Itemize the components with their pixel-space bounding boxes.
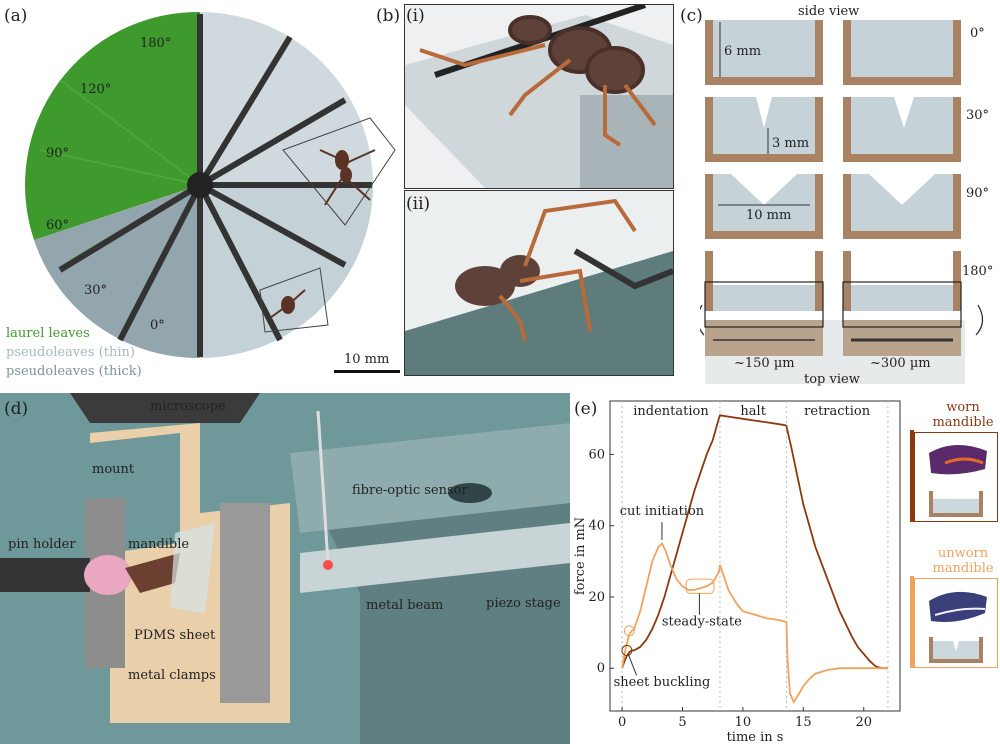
scale-bar-label: 10 mm	[344, 352, 390, 367]
panel-label-b: (b)	[376, 6, 401, 26]
dim-10mm: 10 mm	[746, 208, 792, 223]
legend-laurel: laurel leaves	[6, 326, 90, 341]
steady-state-box	[685, 578, 715, 594]
c-angle-180: 180°	[962, 264, 994, 279]
angle-30: 30°	[84, 283, 108, 298]
label-mandible: mandible	[128, 537, 190, 552]
y-tick-label-1: 20	[588, 590, 605, 605]
label-piezo: piezo stage	[486, 596, 561, 611]
x-axis-label: time in s	[727, 730, 784, 744]
side-view-label: side view	[798, 4, 860, 19]
force-time-chart: indentation halt retraction 0 5 10 15 20 0 20 40 60…	[573, 400, 901, 744]
annotation-buckling-line	[627, 653, 638, 676]
series-line-0	[621, 414, 888, 670]
top-view-label: top view	[804, 372, 860, 387]
unworn-marker	[910, 576, 914, 668]
plot-frame	[609, 400, 901, 712]
thickness-thin: ~150 µm	[734, 356, 795, 371]
phase-label-0: indentation	[633, 404, 709, 419]
panel-b-ii	[404, 190, 674, 376]
label-pdms: PDMS sheet	[134, 628, 216, 643]
angle-180: 180°	[140, 36, 172, 51]
label-pin-holder: pin holder	[8, 537, 76, 552]
panel-c-cups	[700, 20, 984, 384]
y-tick-label-2: 40	[588, 519, 605, 534]
scale-bar	[334, 370, 400, 373]
panel-label-c: (c)	[680, 6, 703, 26]
x-tick-label-0: 0	[618, 715, 626, 730]
c-angle-0: 0°	[970, 26, 985, 41]
annotation-cut-initiation: cut initiation	[620, 504, 705, 519]
panel-label-d: (d)	[4, 399, 29, 419]
x-tick-label-2: 10	[735, 715, 752, 730]
panel-label-b-i: (i)	[406, 6, 425, 26]
thickness-thick: ~300 µm	[870, 356, 931, 371]
x-tick-label-4: 20	[855, 715, 872, 730]
c-angle-90: 90°	[966, 186, 990, 201]
panel-label-e: (e)	[574, 399, 598, 419]
panel-d-scene	[0, 393, 570, 744]
legend-thick: pseudoleaves (thick)	[6, 364, 142, 379]
label-fibre: fibre-optic sensor	[352, 483, 468, 498]
angle-0: 0°	[150, 318, 165, 333]
buckling-marker-unworn	[623, 625, 635, 637]
buckling-marker-worn	[621, 644, 633, 656]
y-axis-label: force in mN	[573, 517, 588, 595]
side-label-unworn: unworn mandible	[932, 546, 994, 576]
panel-a-disc	[25, 11, 396, 359]
label-beam: metal beam	[366, 598, 444, 613]
side-label-worn: worn mandible	[932, 400, 994, 430]
unworn-inset	[914, 578, 998, 668]
annotation-sheet-buckling: sheet buckling	[614, 675, 711, 690]
label-microscope: microscope	[150, 399, 226, 414]
phase-label-1: halt	[740, 404, 766, 419]
label-mount: mount	[92, 462, 135, 477]
angle-120: 120°	[80, 82, 112, 97]
legend-thin: pseudoleaves (thin)	[6, 345, 135, 360]
worn-marker	[910, 430, 914, 522]
worn-inset	[914, 432, 998, 522]
panel-label-a: (a)	[4, 6, 28, 26]
y-tick-label-3: 60	[588, 447, 605, 462]
x-tick-label-3: 15	[795, 715, 812, 730]
angle-60: 60°	[46, 218, 70, 233]
phase-label-2: retraction	[804, 404, 871, 419]
y-tick-label-0: 0	[597, 661, 605, 676]
c-angle-30: 30°	[966, 108, 990, 123]
panel-label-b-ii: (ii)	[406, 194, 431, 214]
x-tick-label-1: 5	[678, 715, 686, 730]
annotation-steady-state: steady-state	[662, 614, 742, 629]
panel-b-i	[404, 4, 674, 189]
dim-3mm: 3 mm	[772, 136, 810, 151]
series-line-1	[621, 541, 888, 704]
dim-6mm: 6 mm	[724, 44, 762, 59]
label-clamps: metal clamps	[128, 668, 216, 683]
angle-90: 90°	[46, 146, 70, 161]
